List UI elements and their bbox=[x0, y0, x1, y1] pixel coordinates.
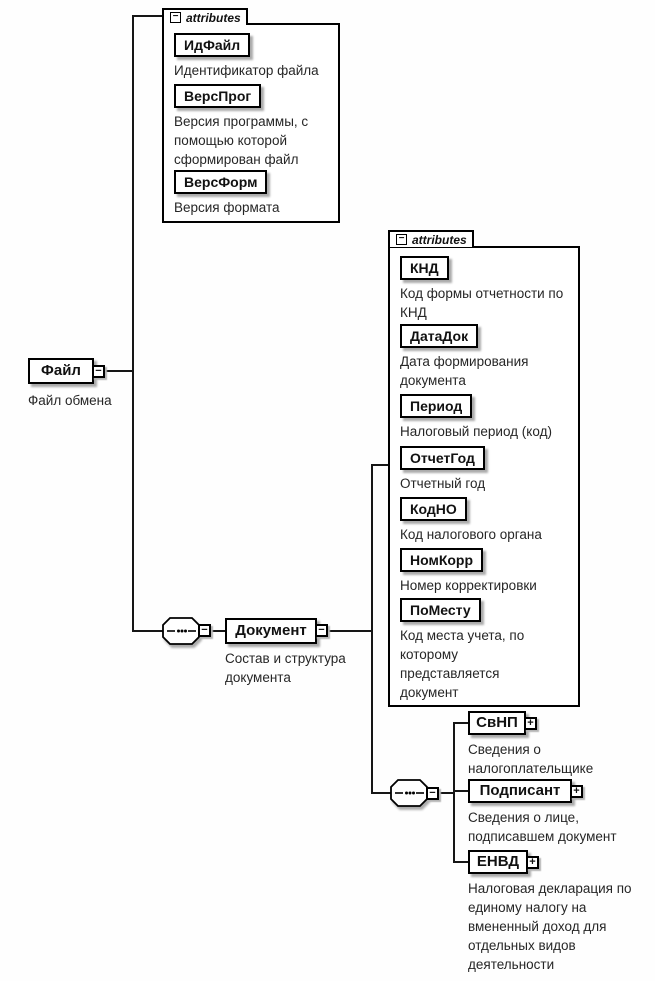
element-document[interactable]: Документ bbox=[225, 618, 317, 644]
attribute-datadok-annotation: Дата формирования документа bbox=[400, 354, 529, 388]
document-attributes-box bbox=[388, 246, 580, 707]
svnp-expand-toggle-icon[interactable]: + bbox=[524, 717, 537, 730]
attribute-kodno-annotation: Код налогового органа bbox=[400, 527, 542, 542]
sequence-connector-icon[interactable] bbox=[162, 617, 200, 645]
attribute-datadok[interactable]: ДатаДок bbox=[400, 324, 479, 348]
attribute-knd-annotation: Код формы отчетности по КНД bbox=[400, 286, 564, 320]
file-attributes-collapse-icon[interactable]: − bbox=[170, 12, 181, 23]
file-collapse-toggle-icon[interactable]: − bbox=[92, 365, 105, 378]
attribute-idfile-annotation: Идентификатор файла bbox=[174, 63, 319, 78]
attribute-versprog[interactable]: ВерсПрог bbox=[174, 84, 262, 108]
attribute-period-annotation: Налоговый период (код) bbox=[400, 424, 552, 439]
sequence2-collapse-toggle-icon[interactable]: − bbox=[426, 787, 439, 800]
attribute-otchetgod-annotation: Отчетный год bbox=[400, 476, 486, 491]
podpisant-expand-toggle-icon[interactable]: + bbox=[570, 785, 583, 798]
connector-file-to-attributes bbox=[132, 15, 164, 17]
attribute-idfile[interactable]: ИдФайл bbox=[174, 33, 251, 57]
element-file[interactable]: Файл bbox=[28, 358, 94, 384]
connector-document-trunk bbox=[371, 464, 373, 794]
envd-expand-toggle-icon[interactable]: + bbox=[526, 856, 539, 869]
document-annotation: Состав и структура документа bbox=[225, 651, 346, 685]
sequence-connector-icon[interactable] bbox=[390, 779, 428, 807]
connector-to-envd bbox=[453, 861, 469, 863]
attribute-versprog-annotation: Версия программы, с помощью которой сфор… bbox=[174, 114, 309, 167]
attribute-otchetgod[interactable]: ОтчетГод bbox=[400, 446, 485, 470]
connector-file-stub bbox=[104, 370, 134, 372]
connector-document-to-attributes bbox=[371, 464, 390, 466]
attribute-pomestu-annotation: Код места учета, по которому представляе… bbox=[400, 628, 525, 700]
element-podpisant[interactable]: Подписант bbox=[468, 779, 572, 803]
attribute-knd[interactable]: КНД bbox=[400, 256, 449, 280]
element-envd[interactable]: ЕНВД bbox=[468, 850, 528, 874]
connector-to-podpisant bbox=[453, 790, 469, 792]
connector-sequence1-to-document bbox=[210, 630, 226, 632]
attribute-nomkorr[interactable]: НомКорр bbox=[400, 548, 484, 572]
connector-file-trunk bbox=[132, 15, 134, 632]
attribute-versform-annotation: Версия формата bbox=[174, 200, 280, 215]
connector-children-trunk bbox=[453, 722, 455, 863]
sequence1-collapse-toggle-icon[interactable]: − bbox=[198, 624, 211, 637]
element-svnp[interactable]: СвНП bbox=[468, 711, 526, 735]
file-attributes-label: attributes bbox=[186, 10, 241, 25]
connector-sequence2-stub bbox=[438, 792, 455, 794]
attribute-versform[interactable]: ВерсФорм bbox=[174, 170, 268, 194]
attribute-kodno[interactable]: КодНО bbox=[400, 497, 467, 521]
document-attributes-label: attributes bbox=[412, 232, 467, 247]
podpisant-annotation: Сведения о лице, подписавшем документ bbox=[468, 810, 617, 844]
connector-trunk-to-sequence1 bbox=[132, 630, 163, 632]
document-attributes-tab: − attributes bbox=[388, 230, 474, 247]
attribute-pomestu[interactable]: ПоМесту bbox=[400, 598, 481, 622]
document-attributes-collapse-icon[interactable]: − bbox=[396, 234, 407, 245]
connector-document-stub bbox=[327, 630, 373, 632]
attribute-period[interactable]: Период bbox=[400, 394, 473, 418]
attribute-nomkorr-annotation: Номер корректировки bbox=[400, 578, 537, 593]
envd-annotation: Налоговая декларация по единому налогу н… bbox=[468, 881, 632, 972]
file-annotation: Файл обмена bbox=[28, 393, 112, 408]
document-collapse-toggle-icon[interactable]: − bbox=[315, 624, 328, 637]
file-attributes-tab: − attributes bbox=[162, 8, 248, 25]
svnp-annotation: Сведения о налогоплательщике bbox=[468, 742, 594, 776]
connector-trunk-to-sequence2 bbox=[371, 792, 391, 794]
connector-to-svnp bbox=[453, 722, 469, 724]
